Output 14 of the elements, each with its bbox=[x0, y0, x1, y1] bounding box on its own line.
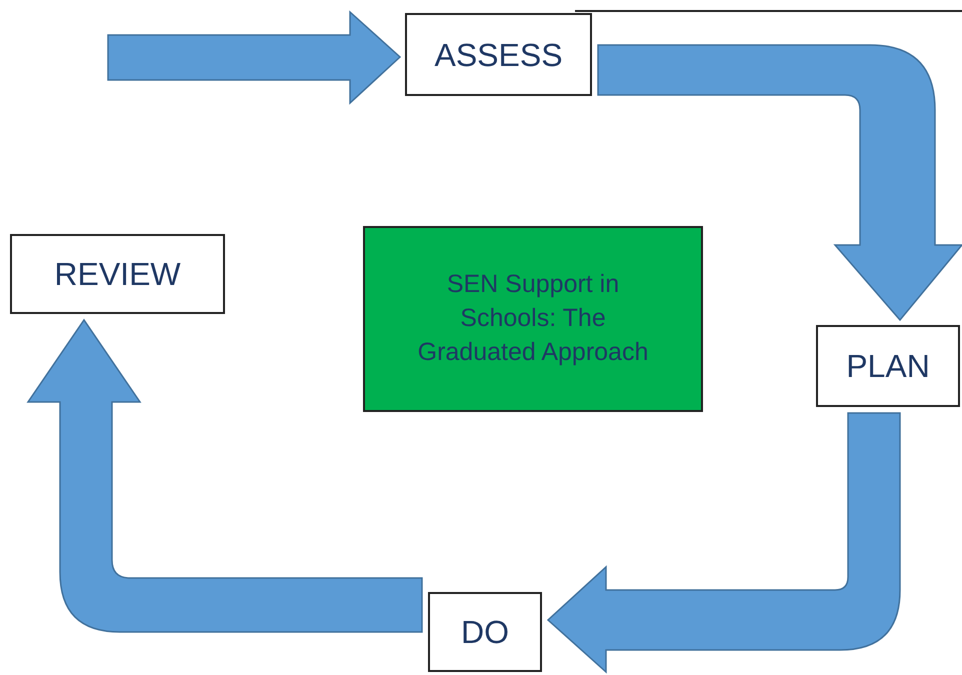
process-box bbox=[10, 234, 225, 314]
block-arrow bbox=[107, 10, 402, 105]
block-arrow bbox=[597, 44, 962, 321]
box-label: REVIEW bbox=[54, 255, 181, 294]
box-label: ASSESS bbox=[434, 36, 563, 74]
process-box bbox=[363, 226, 703, 412]
block-arrow bbox=[27, 319, 423, 633]
process-box bbox=[816, 325, 960, 407]
box-label: PLAN bbox=[846, 347, 930, 386]
block-arrow bbox=[547, 412, 901, 673]
box-label: SEN Support in Schools: The Graduated Approach bbox=[416, 269, 650, 368]
process-box bbox=[405, 13, 592, 96]
box-label: DO bbox=[461, 613, 509, 652]
process-box bbox=[428, 592, 542, 672]
